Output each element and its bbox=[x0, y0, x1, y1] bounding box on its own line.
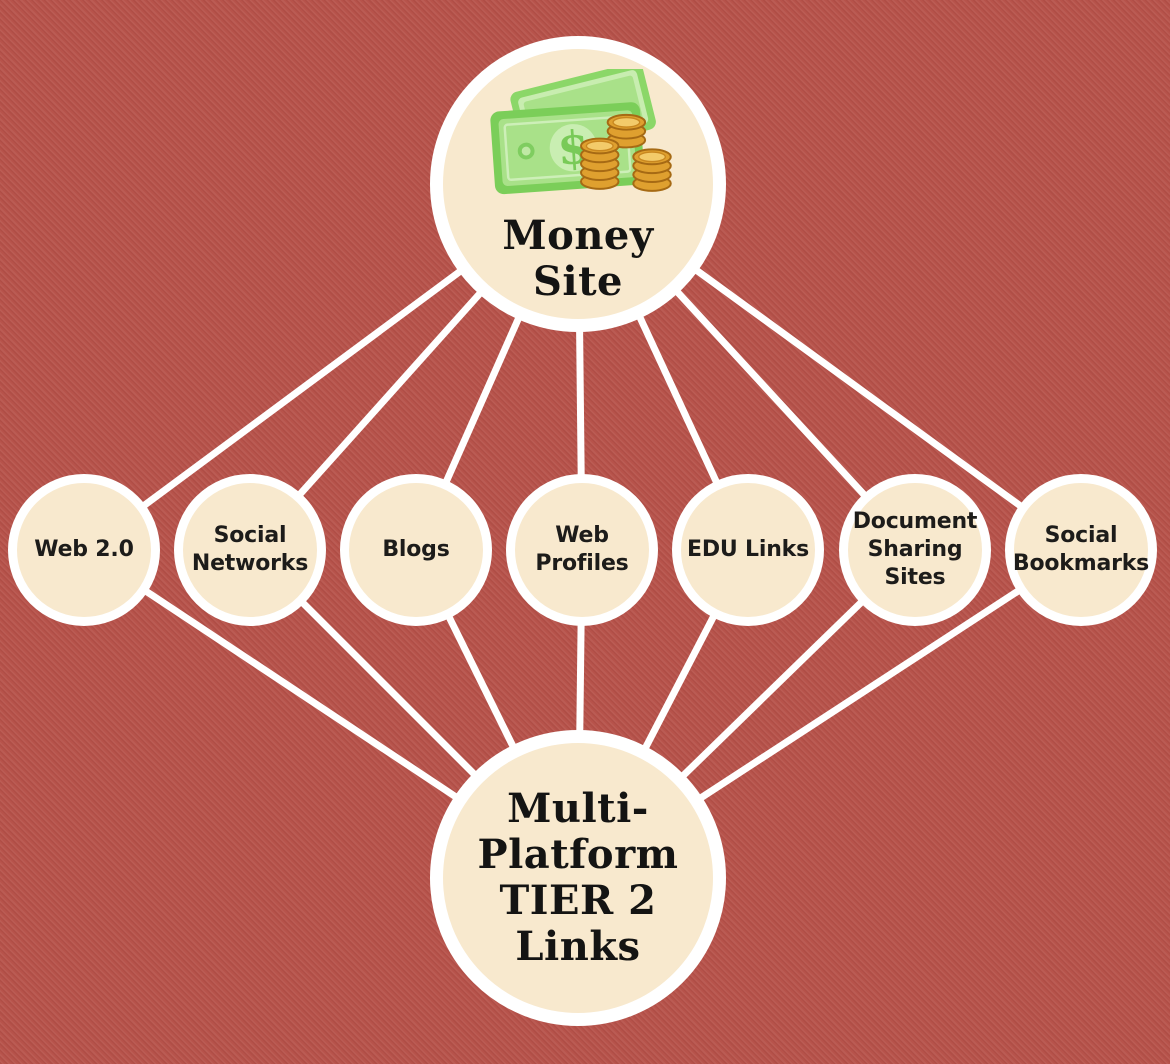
node-blogs: Blogs bbox=[340, 474, 492, 626]
node-social-bookmarks: Social Bookmarks bbox=[1005, 474, 1157, 626]
node-money-site: $ bbox=[430, 36, 726, 332]
node-label-document-sharing-sites: Document Sharing Sites bbox=[852, 509, 978, 590]
node-web-20: Web 2.0 bbox=[8, 474, 160, 626]
node-label-web-20: Web 2.0 bbox=[34, 537, 134, 563]
node-edu-links: EDU Links bbox=[672, 474, 824, 626]
node-web-profiles: Web Profiles bbox=[506, 474, 658, 626]
node-label-edu-links: EDU Links bbox=[687, 537, 809, 563]
node-label-multi-platform-tier-2-links: Multi-Platform TIER 2 Links bbox=[477, 785, 679, 970]
node-label-blogs: Blogs bbox=[382, 537, 450, 563]
money-bills-coins-icon: $ bbox=[490, 69, 672, 195]
node-multi-platform-tier-2-links: Multi-Platform TIER 2 Links bbox=[430, 730, 726, 1026]
node-document-sharing-sites: Document Sharing Sites bbox=[839, 474, 991, 626]
node-label-money-site: Money Site bbox=[502, 212, 654, 305]
node-social-networks: Social Networks bbox=[174, 474, 326, 626]
node-label-web-profiles: Web Profiles bbox=[535, 523, 629, 576]
node-label-social-bookmarks: Social Bookmarks bbox=[1012, 523, 1150, 576]
node-label-social-networks: Social Networks bbox=[191, 523, 309, 576]
